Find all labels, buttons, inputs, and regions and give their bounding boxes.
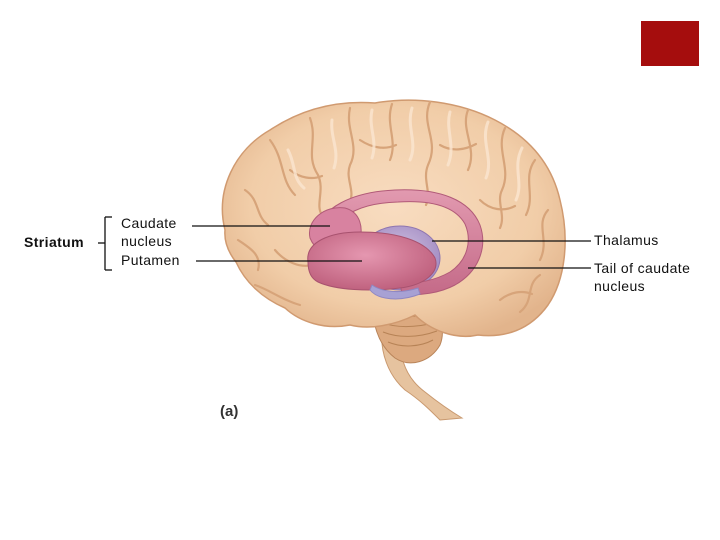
putamen-label: Putamen <box>121 252 180 268</box>
striatum-label: Striatum <box>24 234 84 250</box>
striatum-bracket <box>98 216 112 271</box>
putamen-shape <box>307 231 437 291</box>
panel-letter: (a) <box>220 403 239 420</box>
sulci <box>236 100 550 314</box>
cerebral-cortex <box>221 99 566 337</box>
leader-lines <box>192 225 591 269</box>
accent-square <box>641 21 699 66</box>
tail-caudate-label-line1: Tail of caudate <box>594 260 691 276</box>
caudate-label-line1: Caudate <box>121 215 177 231</box>
thalamus-label: Thalamus <box>594 232 659 248</box>
gyri-highlights <box>286 106 524 202</box>
midbrain-shape <box>369 284 421 300</box>
caudate-label-line2: nucleus <box>121 233 173 249</box>
tail-caudate-label-line2: nucleus <box>594 278 646 294</box>
